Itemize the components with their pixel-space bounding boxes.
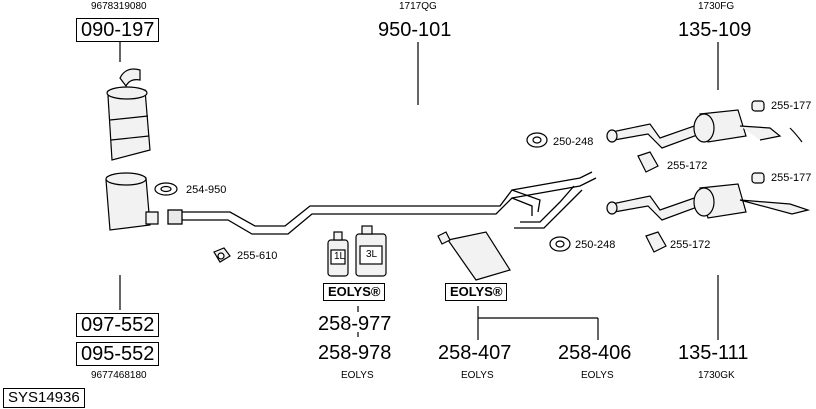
additive-tank-icon <box>437 231 511 281</box>
rear-silencer-upper-icon <box>606 109 803 149</box>
dpf-lower-icon <box>105 172 159 231</box>
part-number-258-406[interactable]: 258-406 <box>558 342 632 364</box>
bottle-label: 1L <box>334 251 346 262</box>
eolys-brand-label: EOLYS® <box>323 283 386 302</box>
part-ref-255-177[interactable]: 255-177 <box>771 100 812 112</box>
oem-label: 1730FG <box>698 1 735 12</box>
part-number-258-977[interactable]: 258-977 <box>318 313 392 335</box>
eolys-bottles-icon <box>327 225 387 277</box>
part-ref-255-610[interactable]: 255-610 <box>237 250 278 262</box>
gasket-250-248-top-icon <box>526 132 548 148</box>
oem-label: EOLYS <box>461 370 494 381</box>
part-ref-255-172[interactable]: 255-172 <box>670 239 711 251</box>
part-number-258-407[interactable]: 258-407 <box>438 342 512 364</box>
part-number-135-111[interactable]: 135-111 <box>678 342 749 364</box>
dpf-upper-icon <box>106 68 151 161</box>
system-code: SYS14936 <box>3 388 85 408</box>
hanger-255-172-icons <box>637 151 667 253</box>
oem-label: 1717QG <box>399 1 437 12</box>
part-ref-250-248[interactable]: 250-248 <box>553 136 594 148</box>
part-number-090-197[interactable]: 090-197 <box>76 18 160 42</box>
oem-label: EOLYS <box>341 370 374 381</box>
oem-label: 9678319080 <box>91 1 147 12</box>
part-ref-254-950[interactable]: 254-950 <box>186 184 227 196</box>
bottle-label: 3L <box>366 249 378 260</box>
part-number-258-978[interactable]: 258-978 <box>318 342 392 364</box>
gasket-250-248-lower-icon <box>549 236 571 252</box>
oem-label: 1730GK <box>698 370 735 381</box>
part-ref-255-177[interactable]: 255-177 <box>771 172 812 184</box>
part-number-950-101[interactable]: 950-101 <box>378 19 452 41</box>
front-pipe-icon <box>167 171 597 235</box>
rear-silencer-lower-icon <box>606 183 811 221</box>
part-number-135-109[interactable]: 135-109 <box>678 19 752 41</box>
oem-label: 9677468180 <box>91 370 147 381</box>
part-ref-250-248[interactable]: 250-248 <box>575 239 616 251</box>
part-number-095-552[interactable]: 095-552 <box>76 342 160 366</box>
hanger-255-177-icons <box>751 100 765 184</box>
gasket-254-950-icon <box>154 182 178 196</box>
clamp-255-610-icon <box>213 247 231 263</box>
eolys-brand-label: EOLYS® <box>445 283 508 302</box>
part-ref-255-172[interactable]: 255-172 <box>667 160 708 172</box>
part-number-097-552[interactable]: 097-552 <box>76 313 160 337</box>
leader-lines <box>119 42 719 340</box>
oem-label: EOLYS <box>581 370 614 381</box>
